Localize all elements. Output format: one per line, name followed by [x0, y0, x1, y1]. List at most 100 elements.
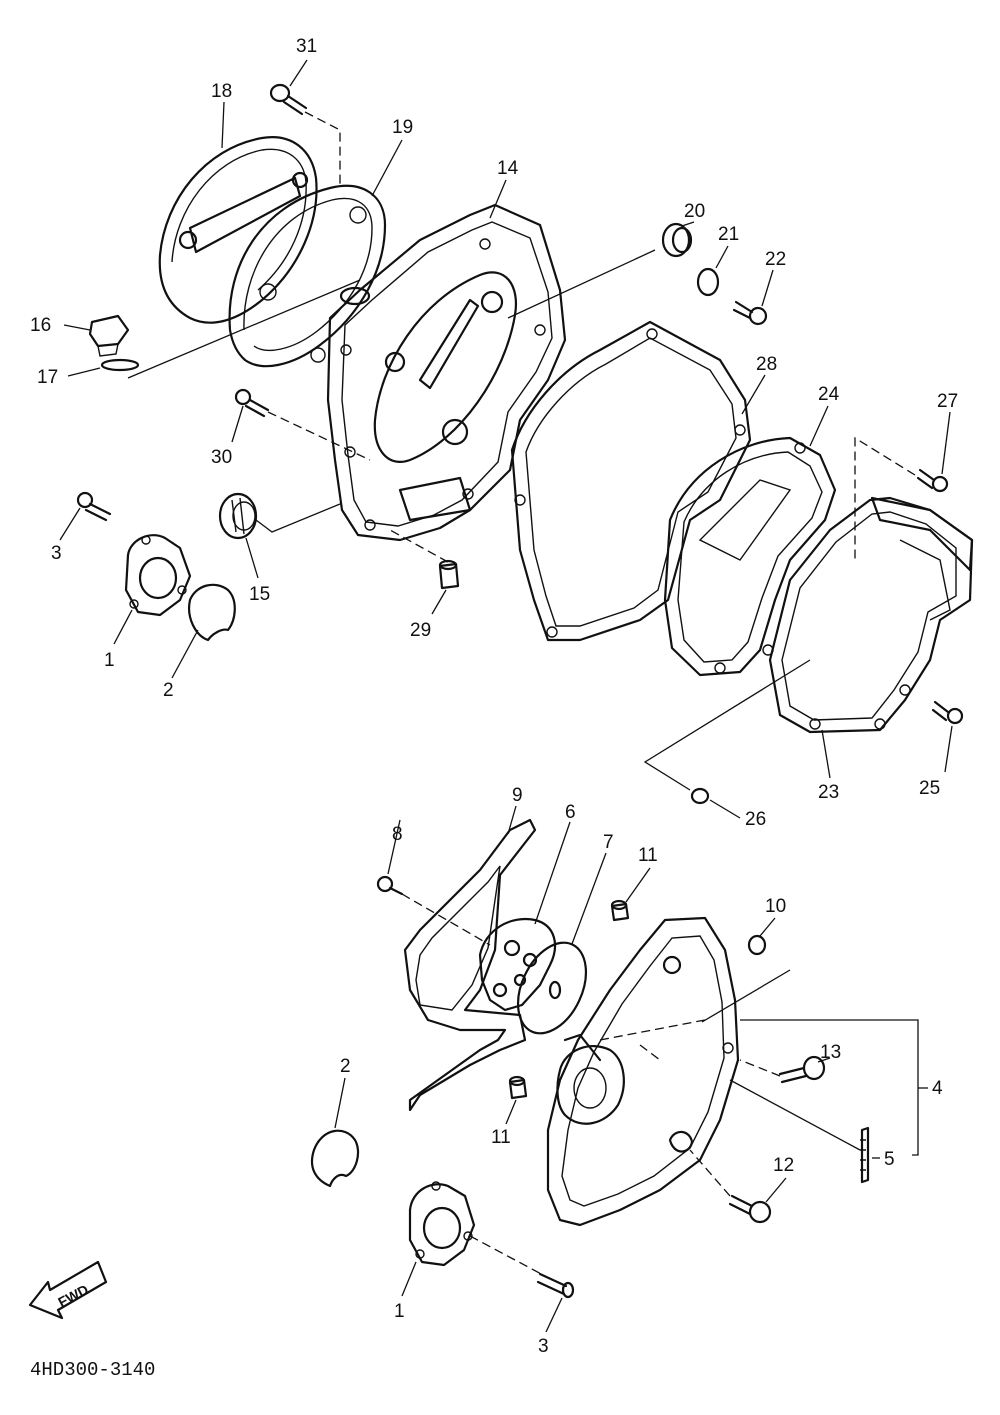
dowel-pin-29 — [438, 559, 460, 590]
guide-8 — [401, 893, 491, 946]
leader-15 — [245, 537, 259, 579]
guide-29 — [389, 529, 449, 563]
washer-10 — [747, 934, 767, 956]
crankcase-cover-plate-18 — [158, 136, 318, 324]
callout-26: 26 — [745, 809, 766, 830]
cover-gasket-9 — [403, 818, 537, 1112]
bolt-26 — [690, 787, 710, 805]
cover-gasket-19 — [228, 184, 387, 368]
damper-20 — [661, 222, 693, 258]
callout-4: 4 — [932, 1078, 943, 1099]
bolt-30 — [234, 388, 270, 418]
callout-3-upper: 3 — [51, 543, 62, 564]
bolt-27 — [916, 468, 949, 493]
callout-7: 7 — [603, 832, 614, 853]
callout-30: 30 — [211, 447, 232, 468]
leader-2-upper — [171, 629, 199, 679]
bearing-15 — [218, 492, 258, 540]
leader-19 — [371, 139, 403, 197]
bolt-8 — [376, 875, 404, 896]
callout-11-upper: 11 — [638, 845, 658, 866]
callout-11-lower: 11 — [491, 1127, 511, 1148]
leader-10 — [759, 917, 776, 937]
pump-plate-7 — [516, 941, 588, 1035]
callout-24: 24 — [818, 384, 840, 405]
assembly-bracket-4 — [740, 1019, 919, 1156]
callout-29: 29 — [410, 620, 431, 641]
callout-8: 8 — [392, 824, 403, 845]
leader-9 — [507, 805, 517, 835]
leader-18 — [221, 101, 225, 149]
generator-cover-23 — [762, 496, 974, 734]
bolt-13 — [778, 1055, 826, 1084]
leader-7 — [571, 852, 607, 945]
leader-6 — [534, 821, 571, 925]
callout-18: 18 — [211, 81, 232, 102]
leader-8 — [387, 819, 401, 875]
guide-27 — [854, 436, 916, 560]
bolt-25 — [931, 700, 964, 725]
leader-28 — [741, 374, 766, 415]
callout-5: 5 — [884, 1149, 895, 1170]
callout-17: 17 — [37, 367, 58, 388]
callout-28: 28 — [756, 354, 777, 375]
sight-glass-5 — [860, 1126, 870, 1184]
dowel-pin-11-upper — [610, 899, 630, 922]
screw-3-lower — [536, 1272, 575, 1299]
callout-19: 19 — [392, 117, 413, 138]
leader-25 — [944, 725, 953, 773]
callout-13: 13 — [820, 1042, 841, 1063]
leader-13 — [817, 1057, 831, 1063]
washer-21 — [696, 267, 720, 297]
leader-11-lower — [505, 1099, 517, 1125]
guide-10 — [701, 969, 791, 1023]
callout-15: 15 — [249, 584, 270, 605]
guide-3-lower — [469, 1235, 546, 1277]
cover-gasket-2-upper — [188, 583, 236, 642]
leader-11-upper — [625, 867, 651, 903]
callout-6: 6 — [565, 802, 576, 823]
oil-filler-cap-16 — [88, 314, 130, 357]
leader-20 — [681, 221, 695, 227]
inspection-cover-1-lower — [408, 1181, 476, 1267]
generator-gasket-24 — [663, 436, 837, 677]
callout-2-upper: 2 — [163, 680, 174, 701]
leader-17 — [67, 367, 101, 377]
guide-15 — [255, 503, 341, 533]
callout-20: 20 — [684, 201, 705, 222]
clutch-cover-4 — [546, 916, 740, 1227]
callout-16: 16 — [30, 315, 51, 336]
leader-29 — [431, 589, 447, 615]
diagram-part-code: 4HD300-3140 — [30, 1359, 155, 1381]
cover-gasket-28 — [510, 320, 752, 642]
leader-12 — [765, 1177, 787, 1203]
leader-1-upper — [113, 609, 133, 645]
leader-23 — [821, 729, 831, 779]
guide-13 — [739, 1059, 781, 1077]
callout-31: 31 — [296, 36, 317, 57]
leader-14 — [489, 179, 507, 219]
screw-3-upper — [76, 491, 112, 522]
callout-3-lower: 3 — [538, 1336, 549, 1357]
guide-30 — [267, 411, 371, 461]
callout-21: 21 — [718, 224, 739, 245]
leader-3-lower — [545, 1297, 563, 1333]
guide-16 — [127, 279, 361, 379]
guide-12 — [689, 1149, 731, 1197]
cover-gasket-2-lower — [310, 1129, 360, 1188]
leader-26 — [709, 799, 741, 819]
leader-21 — [715, 245, 729, 269]
leader-16 — [63, 324, 91, 331]
leader-30 — [231, 405, 244, 443]
callout-14: 14 — [497, 158, 519, 179]
callout-1-upper: 1 — [104, 650, 115, 671]
guide-31 — [304, 111, 341, 185]
callout-23: 23 — [818, 782, 839, 803]
callout-9: 9 — [512, 785, 523, 806]
pump-housing-6 — [478, 917, 557, 1012]
callout-22: 22 — [765, 249, 786, 270]
bolt-31 — [269, 83, 308, 116]
callout-2-lower: 2 — [340, 1056, 351, 1077]
fwd-label: FWD — [55, 1281, 91, 1310]
